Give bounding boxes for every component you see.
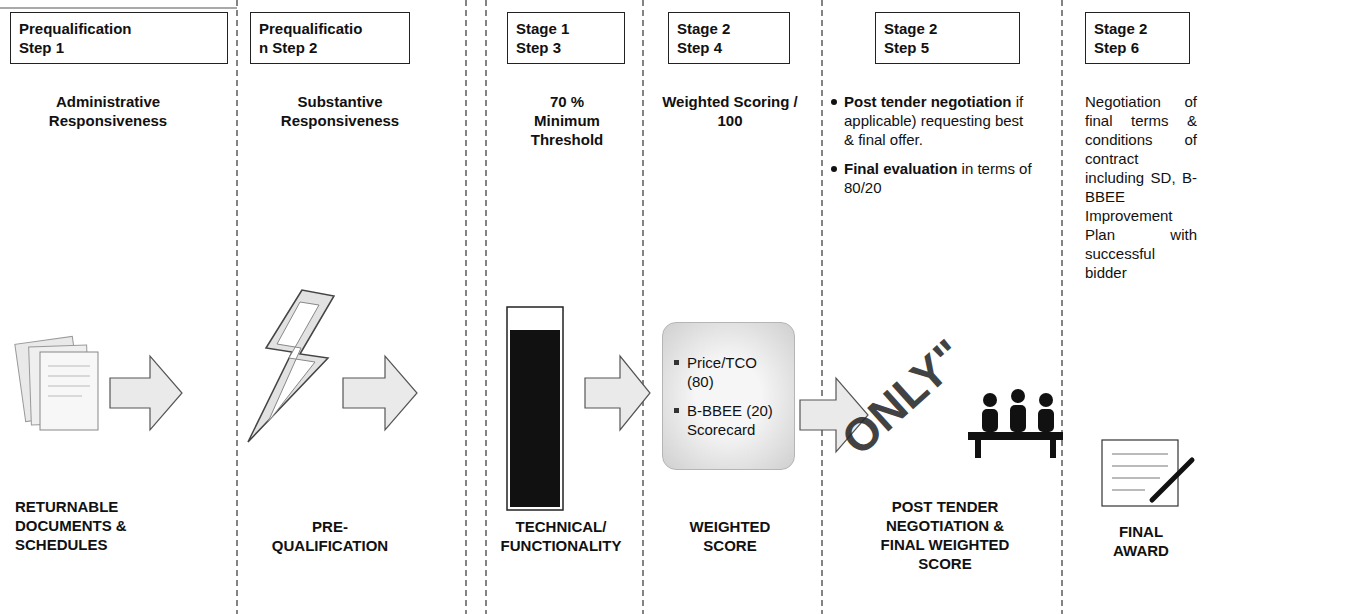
step-header-box: Prequalificatio n Step 2: [250, 12, 410, 64]
label-group: Weighted Scoring / 100: [660, 92, 800, 130]
step-header-box: Prequalification Step 1: [10, 12, 228, 64]
step-header-box: Stage 2 Step 6: [1085, 12, 1190, 64]
threshold-bar-frame: [507, 307, 563, 510]
label-row: Administrative Responsiveness: [38, 92, 178, 130]
block-arrow: [343, 356, 417, 430]
contract-line: [1112, 454, 1168, 455]
frame-line: [0, 7, 237, 8]
stage-caption: WEIGHTED SCORE: [690, 518, 771, 554]
table-top: [968, 432, 1063, 440]
bullet-heading: Final evaluation: [844, 160, 957, 177]
label-group: 70 % Minimum Threshold: [522, 92, 612, 149]
document-line: [48, 366, 90, 367]
step-description: Negotiation of final terms & conditions …: [1085, 93, 1197, 281]
contract-line: [1112, 490, 1145, 491]
label-row: WEIGHTED SCORE: [680, 517, 780, 555]
step-title: 70 % Minimum Threshold: [531, 93, 604, 148]
label-group: RETURNABLE DOCUMENTS & SCHEDULES: [15, 497, 127, 554]
header-text: Prequalification Step 1: [19, 19, 144, 57]
lightning-bolt: [248, 290, 334, 442]
label-row: Negotiation of final terms & conditions …: [1085, 92, 1197, 282]
bullet-heading: Post tender negotiation: [844, 93, 1012, 110]
label-row: Final evaluationin terms of 80/20: [828, 159, 1033, 197]
column-divider: [1061, 0, 1062, 614]
label-row: Substantive Responsiveness: [270, 92, 410, 130]
threshold-bar-fill: [510, 330, 560, 507]
bullet-square: [674, 360, 679, 365]
person-head: [983, 393, 997, 407]
label-row: PRE-QUALIFICATION: [270, 517, 390, 555]
document-page: [40, 352, 98, 430]
label-group: PRE-QUALIFICATION: [270, 517, 390, 555]
person-head: [1011, 389, 1025, 403]
block-arrow: [585, 356, 650, 430]
label-group: FINAL AWARD: [1105, 522, 1177, 560]
label-row: RETURNABLE DOCUMENTS & SCHEDULES: [15, 497, 127, 554]
scoring-box: Price/TCO (80) B-BBEE (20) Scorecard: [662, 322, 795, 470]
header-text: Stage 2 Step 4: [677, 19, 747, 57]
header-text: Stage 2 Step 6: [1094, 19, 1164, 57]
stage-caption: FINAL AWARD: [1113, 523, 1169, 559]
label-row: Post tender negotiationif applicable) re…: [828, 92, 1033, 149]
contract-icon: [1102, 440, 1192, 506]
contract-page: [1102, 440, 1178, 506]
column-divider: [236, 0, 237, 614]
header-text: Stage 1 Step 3: [516, 19, 586, 57]
label-row: FINAL AWARD: [1105, 522, 1177, 560]
step-header-box: Stage 2 Step 5: [875, 12, 1020, 64]
person-body: [1038, 409, 1054, 432]
person-head: [1039, 393, 1053, 407]
table-leg: [975, 440, 981, 458]
step-header-box: Stage 1 Step 3: [507, 12, 625, 64]
label-row: 70 % Minimum Threshold: [522, 92, 612, 149]
step-title: Administrative Responsiveness: [49, 93, 167, 129]
score-item: B-BBEE (20) Scorecard: [671, 401, 786, 439]
label-row: Weighted Scoring / 100: [660, 92, 800, 130]
label-group: Administrative Responsiveness: [38, 92, 178, 130]
label-group: WEIGHTED SCORE: [680, 517, 780, 555]
person-body: [982, 409, 998, 432]
stage-caption: PRE-QUALIFICATION: [272, 518, 388, 554]
step-header-box: Stage 2 Step 4: [668, 12, 790, 64]
stage-caption: RETURNABLE DOCUMENTS & SCHEDULES: [15, 498, 127, 553]
table-leg: [1050, 440, 1056, 458]
label-group: POST TENDER NEGOTIATION & FINAL WEIGHTED…: [865, 497, 1025, 573]
column-divider: [642, 0, 643, 614]
meeting-icon: [968, 389, 1063, 458]
document-line: [48, 386, 90, 387]
label-group: Post tender negotiationif applicable) re…: [828, 92, 1033, 207]
label-row: POST TENDER NEGOTIATION & FINAL WEIGHTED…: [865, 497, 1025, 573]
column-divider: [465, 0, 466, 614]
contract-line: [1112, 478, 1160, 479]
step-title: Weighted Scoring / 100: [662, 93, 798, 129]
score-item: Price/TCO (80): [671, 353, 786, 391]
label-group: Substantive Responsiveness: [270, 92, 410, 130]
block-arrow: [110, 356, 182, 430]
document-stack-icon: [15, 336, 98, 430]
header-text: Stage 2 Step 5: [884, 19, 954, 57]
pen: [1152, 460, 1192, 500]
person-body: [1010, 405, 1026, 432]
contract-line: [1112, 466, 1168, 467]
lightning-bolt-inner: [268, 302, 319, 422]
document-line: [48, 376, 90, 377]
bullet-dot: [831, 99, 837, 105]
column-divider: [821, 0, 822, 614]
bullet-square: [674, 408, 679, 413]
stage-caption: TECHNICAL/ FUNCTIONALITY: [501, 518, 622, 554]
label-row: TECHNICAL/ FUNCTIONALITY: [495, 517, 627, 555]
header-text: Prequalificatio n Step 2: [259, 19, 372, 57]
bullet-dot: [831, 166, 837, 172]
step-title: Substantive Responsiveness: [281, 93, 399, 129]
column-divider: [485, 0, 486, 614]
label-group: Negotiation of final terms & conditions …: [1085, 92, 1197, 282]
label-group: TECHNICAL/ FUNCTIONALITY: [495, 517, 627, 555]
stage-caption: POST TENDER NEGOTIATION & FINAL WEIGHTED…: [881, 498, 1010, 572]
document-line: [48, 396, 82, 397]
